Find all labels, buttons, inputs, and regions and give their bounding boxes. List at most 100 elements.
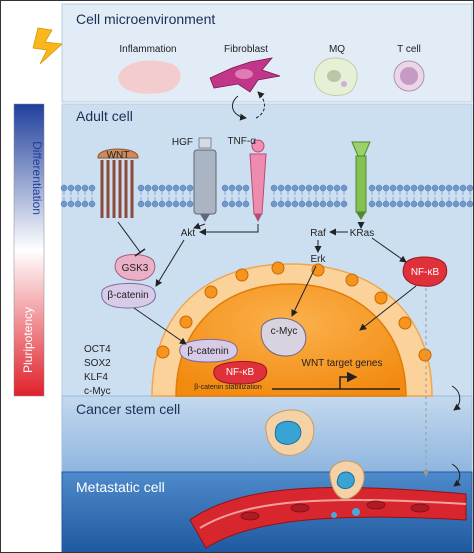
lipid-head [144, 200, 152, 208]
lipid-head [277, 200, 285, 208]
node-label-nfkb-nuc: NF-κB [226, 367, 255, 378]
lipid-head [326, 200, 334, 208]
lipid-head [74, 184, 82, 192]
tcell-icon [393, 60, 425, 92]
lipid-head [172, 200, 180, 208]
factor-oct4: OCT4 [84, 344, 111, 355]
kras-receptor [351, 141, 371, 220]
lipid-head [389, 184, 397, 192]
lipid-head [242, 200, 250, 208]
lipid-head [60, 200, 68, 208]
lipid-head [333, 200, 341, 208]
lipid-head [60, 184, 68, 192]
node-label-nfkb-cyto: NF-κB [411, 267, 440, 278]
lipid-head [137, 200, 145, 208]
lipid-head [403, 200, 411, 208]
lipid-head [452, 200, 460, 208]
node-label-beta-catenin-cyto: β-catenin [107, 290, 148, 301]
lipid-head [438, 184, 446, 192]
inflammation-cell-icon [118, 60, 181, 94]
lipid-head [382, 184, 390, 192]
lipid-head [165, 184, 173, 192]
side-label-pluripotency: Pluripotency [21, 307, 35, 373]
lipid-head [403, 184, 411, 192]
adult-to-csc-arrow [451, 385, 461, 411]
lipid-head [88, 200, 96, 208]
lipid-head [431, 200, 439, 208]
lipid-head [298, 184, 306, 192]
lipid-head [179, 184, 187, 192]
section-title-adult-cell: Adult cell [76, 108, 133, 124]
cmyc-node [260, 317, 307, 357]
lipid-head [298, 200, 306, 208]
lipid-head [158, 184, 166, 192]
lipid-head [340, 184, 348, 192]
cell-membrane [60, 184, 474, 208]
node-label-cmyc: c-Myc [271, 326, 298, 337]
receptor-label-tnf: TNF-α [227, 136, 256, 147]
nfkb-nucleus-arrow [359, 285, 417, 331]
lipid-head [459, 184, 467, 192]
lipid-head [270, 184, 278, 192]
cell-to-fibroblast-arrow [255, 91, 265, 119]
lipid-head [172, 184, 180, 192]
lipid-head [235, 184, 243, 192]
fibroblast-icon [209, 57, 281, 93]
beta-catenin-cyto-node [101, 282, 156, 309]
lipid-head [452, 184, 460, 192]
fibroblast-to-cell-arrow [231, 95, 247, 121]
lipid-head [312, 184, 320, 192]
lipid-head [445, 200, 453, 208]
differentiation-pluripotency-bar [13, 103, 45, 397]
beta-catenin-nuc-node [179, 338, 238, 363]
section-title-cancer-stem-cell: Cancer stem cell [76, 401, 180, 417]
label-beta-catenin-stabilization: β-catenin stabilization [194, 384, 262, 391]
metastatic-cell-icon [329, 460, 365, 500]
nfkb-cyto-node [402, 256, 448, 287]
node-label-beta-catenin-nuc: β-catenin [187, 346, 228, 357]
micro-label-mq: MQ [329, 44, 345, 55]
lipid-head [431, 184, 439, 192]
lipid-head [291, 200, 299, 208]
lipid-head [410, 184, 418, 192]
lipid-head [396, 200, 404, 208]
lipid-head [74, 200, 82, 208]
beta-catenin-nucleus-arrow [133, 307, 187, 345]
lipid-head [368, 184, 376, 192]
factor-klf4: KLF4 [84, 372, 108, 383]
lipid-head [137, 184, 145, 192]
pluripotency-factor-list: OCT4 SOX2 KLF4 c-Myc [84, 344, 111, 397]
section-title-microenvironment: Cell microenvironment [76, 11, 215, 27]
lipid-head [284, 200, 292, 208]
lipid-head [235, 200, 243, 208]
micro-label-inflammation: Inflammation [119, 44, 176, 55]
lipid-head [270, 200, 278, 208]
lipid-head [158, 200, 166, 208]
lipid-head [466, 200, 474, 208]
lipid-head [375, 184, 383, 192]
lipid-head [88, 184, 96, 192]
lightning-icon [32, 27, 63, 65]
lipid-head [81, 184, 89, 192]
lipid-head [319, 184, 327, 192]
node-label-kras: KRas [350, 228, 374, 239]
lipid-head [410, 200, 418, 208]
node-label-erk: Erk [311, 254, 327, 265]
lipid-head [340, 200, 348, 208]
lipid-head [466, 184, 474, 192]
blood-vessel-icon [189, 486, 467, 549]
lipid-head [417, 184, 425, 192]
signaling-arrows [117, 221, 417, 345]
lipid-head [375, 200, 383, 208]
micro-label-fibroblast: Fibroblast [224, 44, 268, 55]
lipid-head [305, 184, 313, 192]
hgf-receptor [193, 137, 217, 222]
lipid-head [81, 200, 89, 208]
lipid-head [326, 184, 334, 192]
inhibition-bar [134, 248, 146, 257]
lipid-head [186, 200, 194, 208]
wnt-receptor [97, 148, 139, 218]
lipid-head [228, 184, 236, 192]
node-label-akt: Akt [181, 228, 196, 239]
